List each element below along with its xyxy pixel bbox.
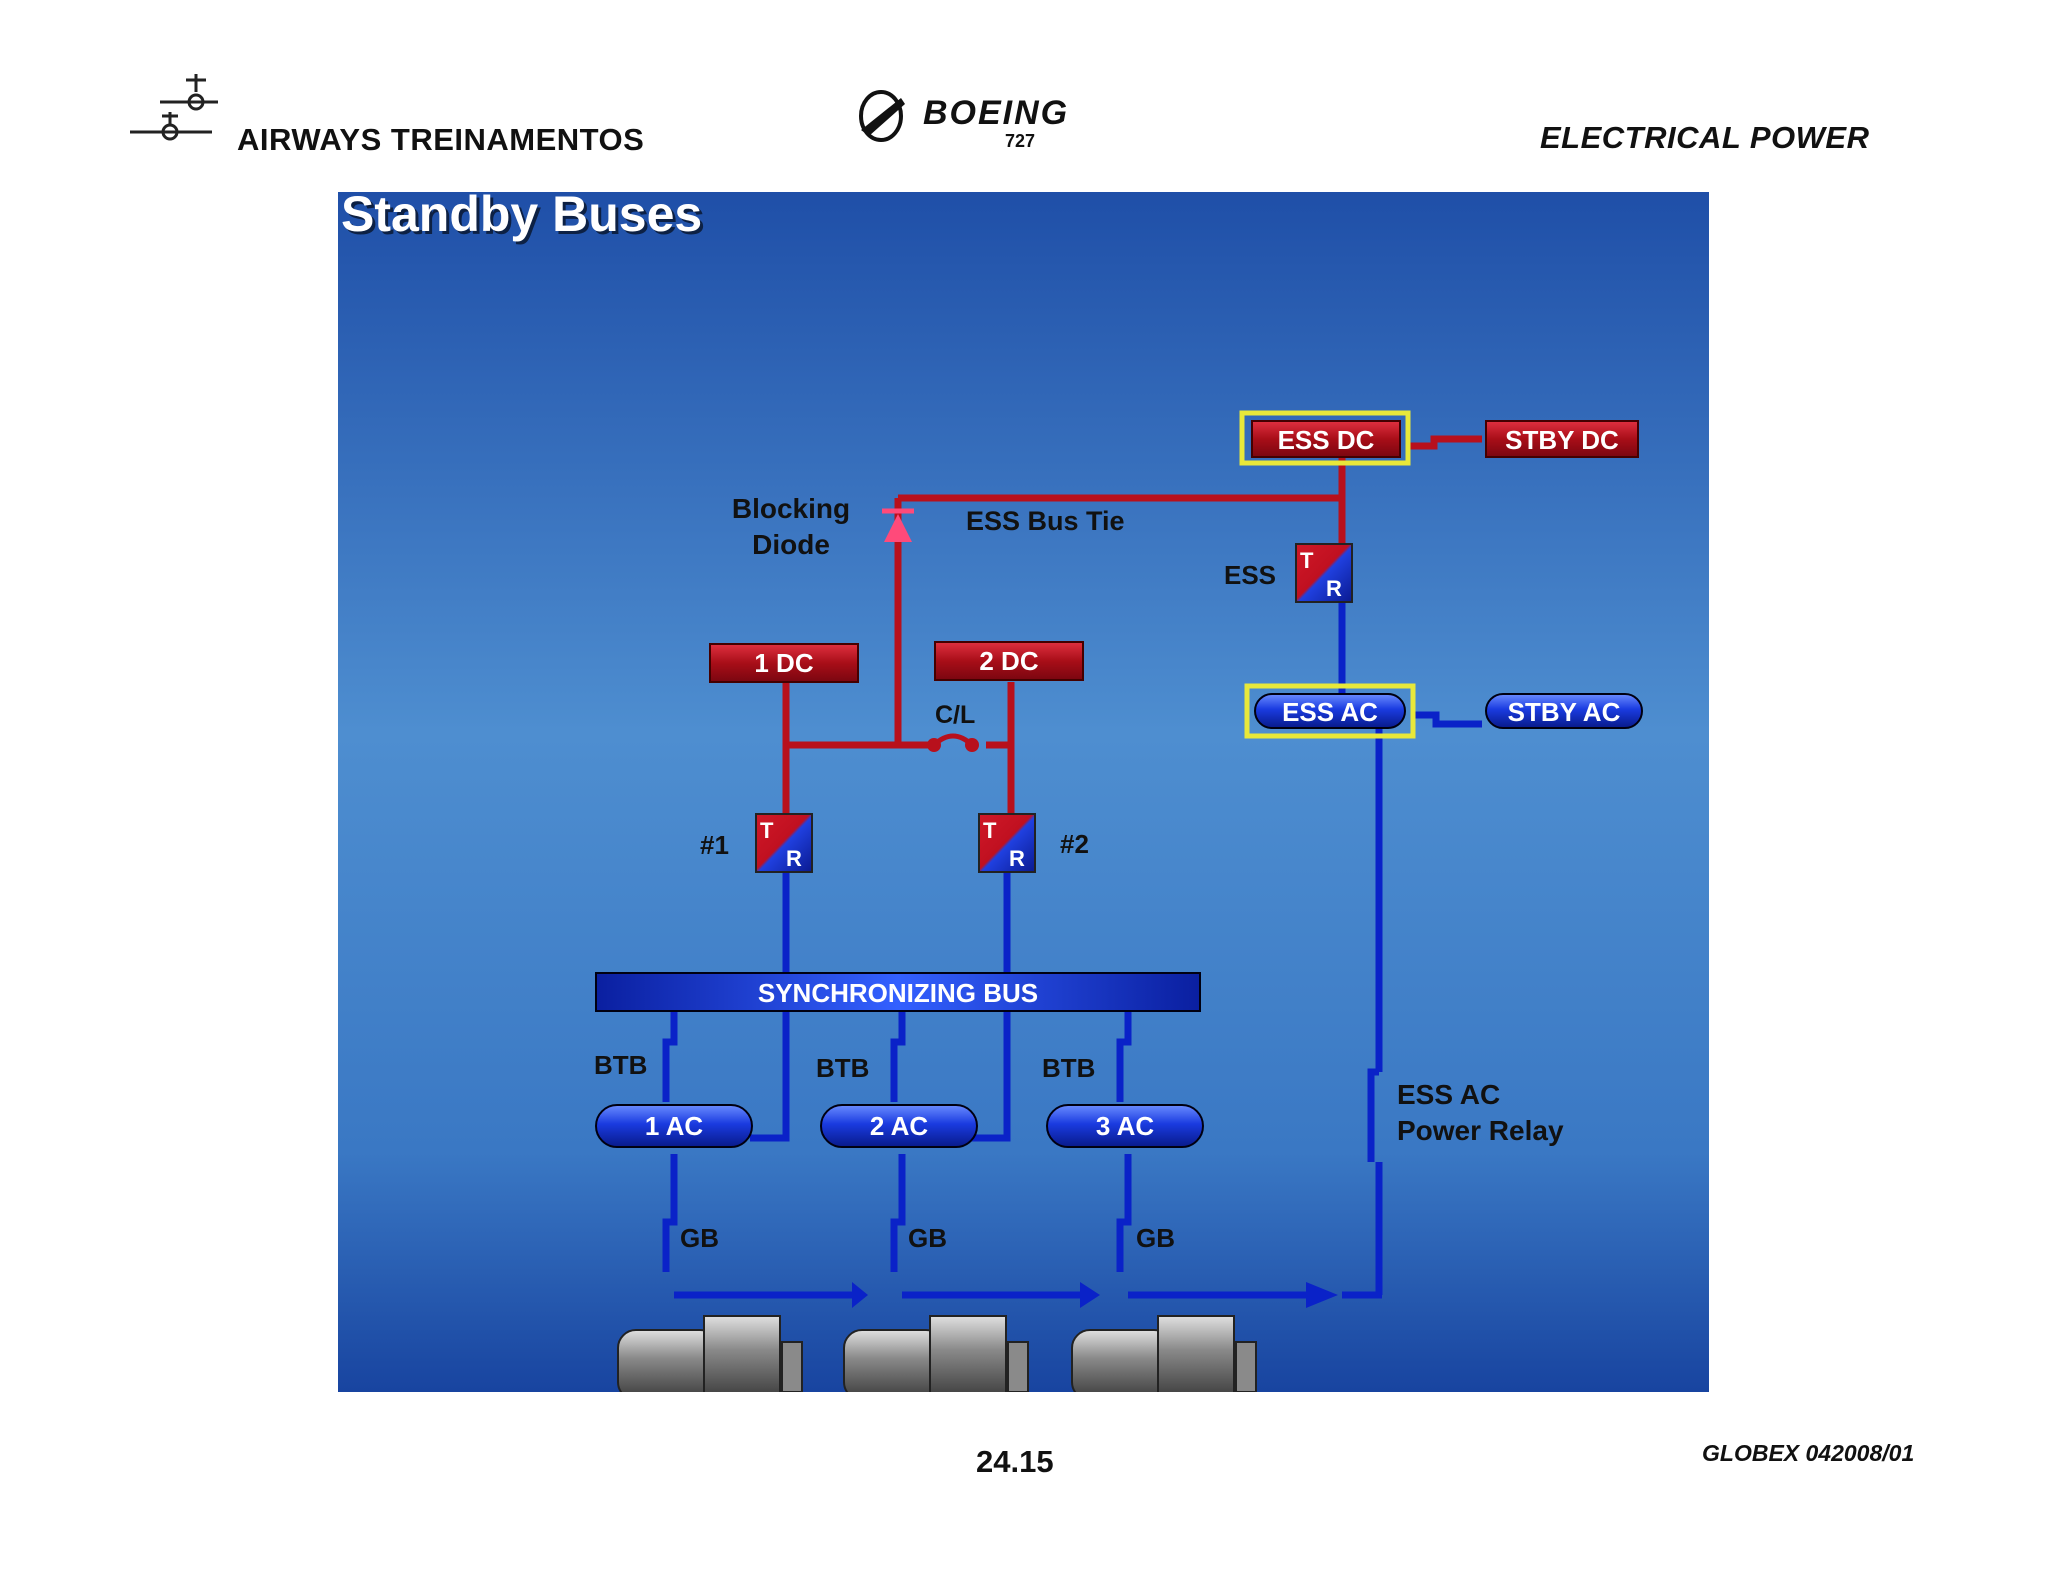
ess-tr-unit: T R <box>1295 543 1353 603</box>
btb3-label: BTB <box>1042 1053 1095 1083</box>
dc1-bus <box>709 643 859 683</box>
slide-title-front: Standby Buses <box>341 192 702 242</box>
gb1-label: GB <box>680 1223 719 1253</box>
arrow-2-icon <box>1080 1282 1100 1308</box>
ess-bus-tie-label: ESS Bus Tie <box>966 506 1125 536</box>
ess-dc-label: ESS DC <box>1278 425 1375 455</box>
dc1-label: 1 DC <box>754 648 813 678</box>
svg-text:T: T <box>1300 548 1314 573</box>
ac3-label: 3 AC <box>1096 1111 1154 1141</box>
blocking-diode-icon <box>882 508 914 542</box>
ac3-bus <box>1046 1104 1204 1148</box>
generator-2-icon <box>843 1315 1029 1392</box>
ess-ac-label: ESS AC <box>1282 697 1378 727</box>
ess-ac-highlight <box>1244 683 1416 739</box>
ac1-bus <box>595 1104 753 1148</box>
tr2-unit: T R <box>978 813 1036 873</box>
dc2-label: 2 DC <box>979 646 1038 676</box>
circuit-limiter-label: C/L <box>935 701 975 729</box>
ac1-label: 1 AC <box>645 1111 703 1141</box>
gb2-label: GB <box>908 1223 947 1253</box>
stby-ac-bus <box>1485 693 1643 729</box>
boeing-emblem-icon <box>859 90 905 142</box>
svg-text:T: T <box>983 818 997 843</box>
dc2-bus <box>934 641 1084 681</box>
tr1-label: #1 <box>700 830 729 860</box>
standby-buses-diagram: Standby Buses Standby Buses <box>338 192 1709 1392</box>
stby-ac-label: STBY AC <box>1508 697 1621 727</box>
tr2-label: #2 <box>1060 829 1089 859</box>
brand-wordmark: BOEING <box>923 94 1069 132</box>
ess-tr-label: ESS <box>1224 560 1276 590</box>
svg-text:R: R <box>786 846 802 871</box>
ac-wiring <box>662 602 1482 1299</box>
ess-dc-bus <box>1251 420 1401 458</box>
arrow-1-icon <box>852 1282 868 1308</box>
blocking-diode-label-2: Diode <box>752 529 830 560</box>
svg-text:R: R <box>1009 846 1025 871</box>
ess-dc-highlight <box>1239 410 1411 466</box>
btb2-label: BTB <box>816 1053 869 1083</box>
section-title: ELECTRICAL POWER <box>1540 120 1870 155</box>
document-code: GLOBEX 042008/01 <box>1702 1440 1915 1466</box>
ess-ac-bus <box>1254 693 1406 729</box>
sync-bus <box>595 972 1201 1012</box>
blocking-diode-label-1: Blocking <box>732 493 850 524</box>
generator-1-icon <box>617 1315 803 1392</box>
slide-title: Standby Buses <box>344 192 705 245</box>
svg-text:R: R <box>1326 576 1342 601</box>
circuit-limiter-icon <box>927 733 979 752</box>
relay-label-1: ESS AC <box>1397 1079 1500 1110</box>
airplane-logo-icon <box>130 74 218 141</box>
ac2-label: 2 AC <box>870 1111 928 1141</box>
page-number: 24.15 <box>976 1444 1054 1479</box>
generator-3-icon <box>1071 1315 1257 1392</box>
sync-bus-label: SYNCHRONIZING BUS <box>758 978 1038 1008</box>
ac2-bus <box>820 1104 978 1148</box>
gb3-label: GB <box>1136 1223 1175 1253</box>
tr1-unit: T R <box>755 813 813 873</box>
btb1-label: BTB <box>594 1050 647 1080</box>
svg-text:T: T <box>760 818 774 843</box>
model-number: 727 <box>1005 131 1035 151</box>
arrow-3-icon <box>1306 1282 1338 1308</box>
stby-dc-label: STBY DC <box>1505 425 1619 455</box>
relay-label-2: Power Relay <box>1397 1115 1564 1146</box>
stby-dc-bus <box>1485 420 1639 458</box>
company-name: AIRWAYS TREINAMENTOS <box>237 122 645 157</box>
flow-arrows <box>852 1282 1338 1308</box>
boeing-logo: BOEING 727 <box>855 84 1125 159</box>
